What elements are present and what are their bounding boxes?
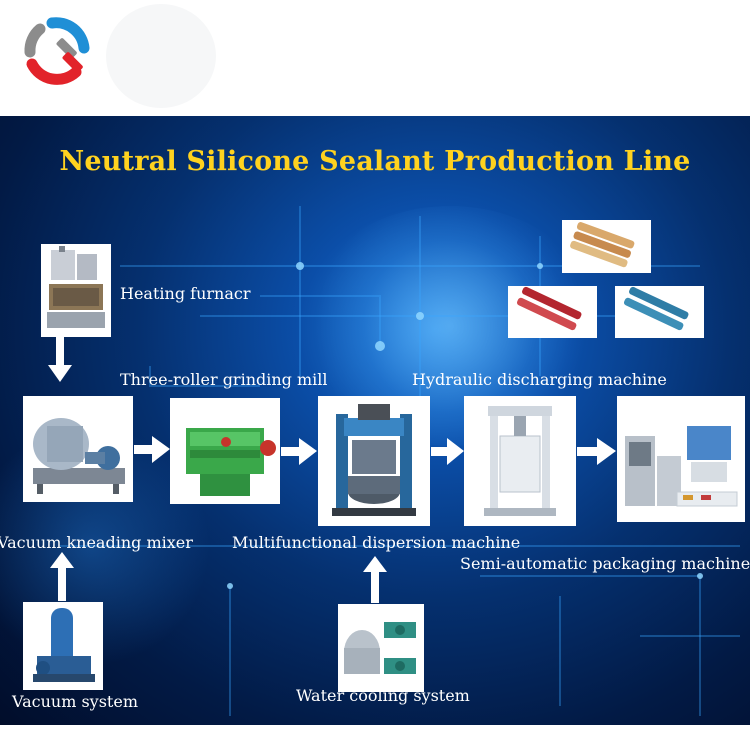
hydraulic-discharging-label: Hydraulic discharging machine xyxy=(412,370,667,389)
vacuum-system-label: Vacuum system xyxy=(12,692,138,711)
logo-shadow xyxy=(106,4,216,108)
kneading-mixer-icon xyxy=(33,418,125,494)
multifunctional-dispersion-image xyxy=(318,396,430,526)
sealant-tubes-icon xyxy=(516,286,582,331)
sealant-product-image xyxy=(615,286,704,338)
cooling-tower-icon xyxy=(344,622,416,674)
sealant-product-image xyxy=(562,220,651,273)
diagram-panel: Neutral Silicone Sealant Production Line… xyxy=(0,116,750,725)
roller-mill-icon xyxy=(186,428,276,496)
water-cooling-system-label: Water cooling system xyxy=(296,686,470,705)
sealant-tubes-icon xyxy=(623,286,689,331)
water-cooling-system-image xyxy=(338,604,424,692)
dispersion-machine-icon xyxy=(332,404,416,516)
three-roller-mill-label: Three-roller grinding mill xyxy=(120,370,328,389)
sealant-tubes-icon xyxy=(570,222,635,268)
heating-furnace-icon xyxy=(47,246,105,328)
page-footer-strip xyxy=(0,725,750,750)
vacuum-system-image xyxy=(23,602,103,690)
vacuum-kneading-mixer-label: Vacuum kneading mixer xyxy=(0,533,193,552)
page-header xyxy=(0,0,750,116)
company-logo-icon xyxy=(24,17,90,85)
sealant-product-image xyxy=(508,286,597,338)
arrow-furnace-to-mixer xyxy=(48,337,72,382)
packaging-machine-icon xyxy=(625,426,738,507)
semi-automatic-packaging-label: Semi-automatic packaging machine xyxy=(460,554,750,573)
three-roller-mill-image xyxy=(170,398,280,504)
arrow-cooling-to-dispersion xyxy=(363,556,387,603)
flow-arrows xyxy=(48,337,616,603)
hydraulic-press-icon xyxy=(484,406,556,516)
arrow-mixer-to-mill xyxy=(134,436,170,463)
diagram-title: Neutral Silicone Sealant Production Line xyxy=(59,146,691,177)
heating-furnace-image xyxy=(41,244,111,337)
arrow-dispersion-to-discharging xyxy=(431,438,464,465)
heating-furnace-label: Heating furnacr xyxy=(120,284,251,303)
semi-automatic-packaging-image xyxy=(617,396,745,522)
multifunctional-dispersion-label: Multifunctional dispersion machine xyxy=(232,533,521,552)
arrow-mill-to-dispersion xyxy=(281,438,317,465)
hydraulic-discharging-image xyxy=(464,396,576,526)
arrow-vacuum-to-mixer xyxy=(50,552,74,601)
vacuum-pump-icon xyxy=(33,608,95,682)
arrow-discharging-to-packaging xyxy=(577,438,616,465)
vacuum-kneading-mixer-image xyxy=(23,396,133,502)
